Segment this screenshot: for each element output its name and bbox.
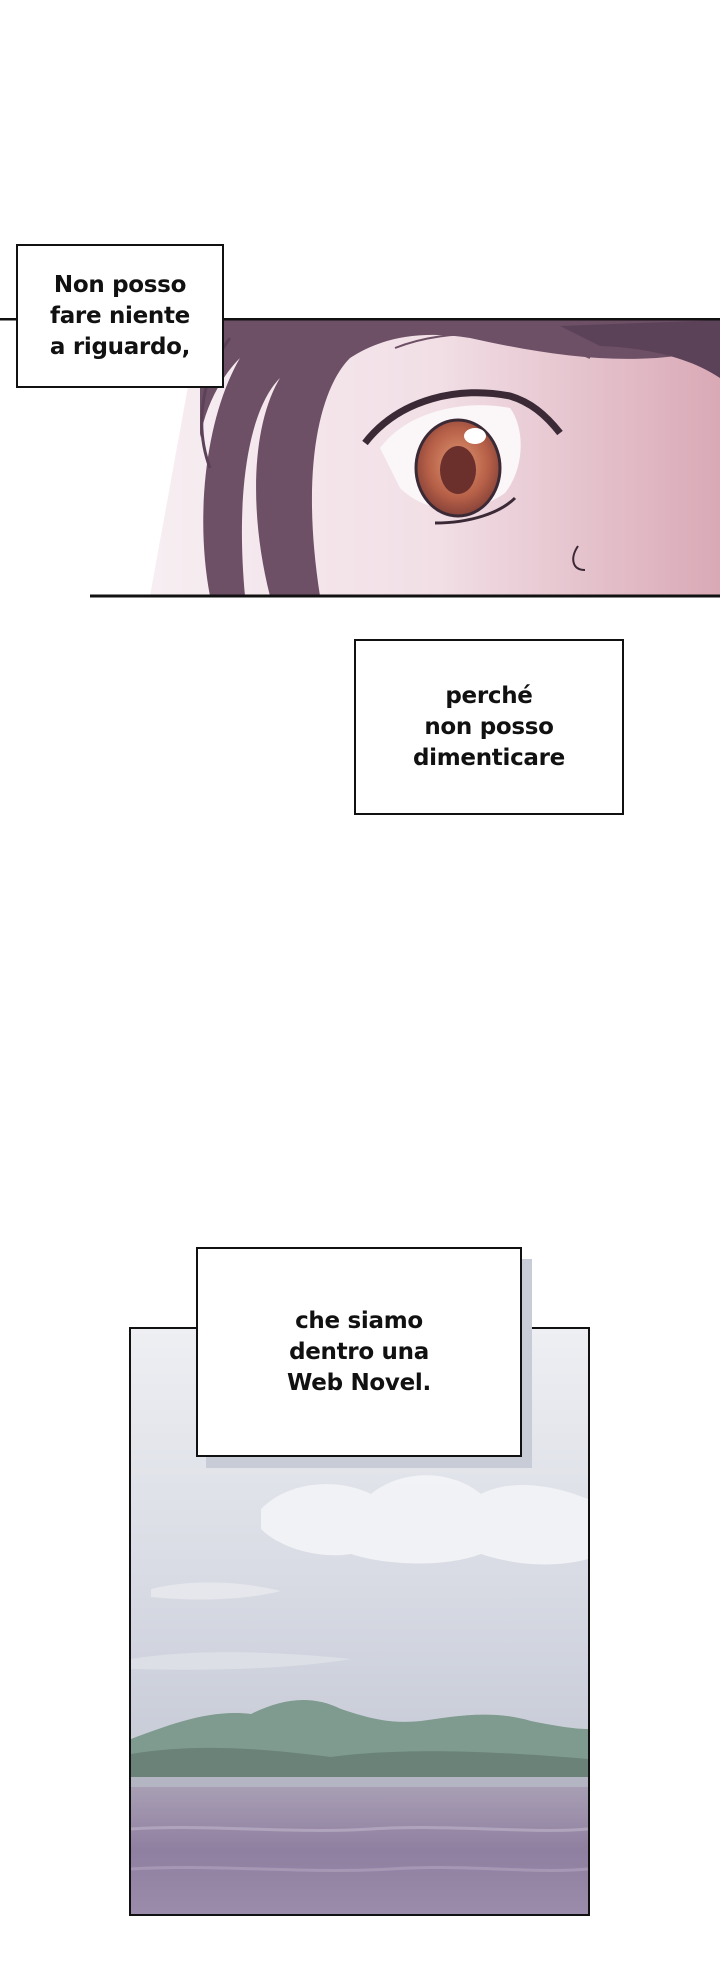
caption-box-1: Non posso fare niente a riguardo,: [16, 244, 224, 388]
water: [131, 1787, 588, 1914]
hair-right: [560, 320, 720, 378]
hair-front: [200, 320, 720, 596]
caption-box-3: che siamo dentro una Web Novel.: [196, 1247, 522, 1457]
cloud: [261, 1475, 588, 1565]
caption-text-2: perché non posso dimenticare: [413, 682, 565, 771]
eye-closeup-panel: [0, 318, 720, 598]
caption-text-3: che siamo dentro una Web Novel.: [287, 1307, 431, 1396]
caption-text-1: Non posso fare niente a riguardo,: [49, 271, 191, 360]
caption-box-2: perché non posso dimenticare: [354, 639, 624, 815]
eye-closeup-art: [0, 318, 720, 598]
